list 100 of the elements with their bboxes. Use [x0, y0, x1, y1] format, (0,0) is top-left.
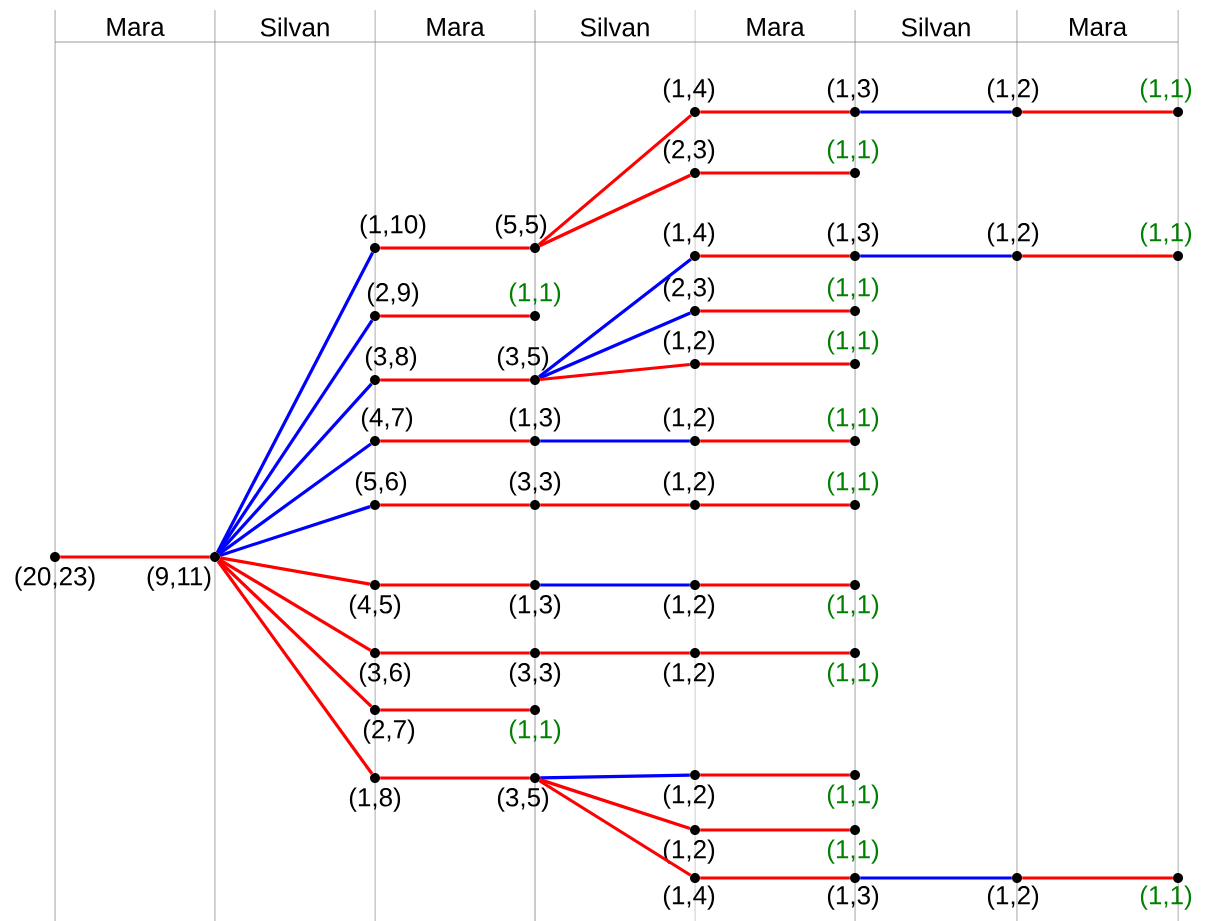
- move-line: [60, 555, 210, 559]
- move-line: [380, 503, 530, 507]
- game-state: (1,2): [663, 825, 715, 864]
- player-name: Mara: [1070, 17, 1128, 37]
- node-label: (1,1): [509, 719, 561, 744]
- game-state: (1,1): [1140, 78, 1192, 117]
- node-label: (1,2): [987, 222, 1039, 247]
- move-line: [700, 309, 850, 313]
- game-state: (1,1): [827, 471, 879, 510]
- game-state: (1,2): [663, 648, 715, 687]
- game-state: (1,3): [827, 78, 879, 117]
- node-label: (1,3): [827, 78, 879, 103]
- node-label: (3,3): [509, 471, 561, 496]
- game-state: (1,2): [663, 471, 715, 510]
- game-state: (4,7): [361, 407, 413, 446]
- game-state: (1,1): [1140, 222, 1192, 261]
- game-state: (1,2): [987, 78, 1039, 117]
- node-label: (1,8): [349, 787, 401, 812]
- game-state: (1,3): [827, 222, 879, 261]
- move-line: [215, 251, 375, 554]
- game-state: (1,3): [509, 407, 561, 446]
- player-name: Mara: [107, 17, 165, 37]
- node-label: (1,2): [663, 330, 715, 355]
- player-name: Silvan: [260, 17, 329, 37]
- move-line: [380, 776, 530, 780]
- game-state: (1,2): [987, 222, 1039, 261]
- move-line: [380, 583, 530, 587]
- node-label: (2,7): [363, 719, 415, 744]
- game-state: (1,3): [509, 580, 561, 619]
- node-label: (20,23): [15, 566, 95, 591]
- game-state: (2,9): [367, 282, 419, 321]
- move-line: [380, 378, 530, 382]
- move-line: [700, 362, 850, 366]
- node-label: (1,1): [509, 282, 561, 307]
- game-state: (1,1): [827, 648, 879, 687]
- node-label: (1,4): [663, 78, 715, 103]
- move-line: [538, 779, 692, 877]
- game-state: (1,3): [827, 873, 879, 910]
- move-line: [216, 319, 374, 554]
- move-line: [540, 362, 690, 382]
- move-line: [538, 257, 692, 379]
- move-line: [700, 503, 850, 507]
- move-line: [217, 559, 373, 708]
- node-label: (1,1): [827, 277, 879, 302]
- game-state: (1,1): [827, 277, 879, 316]
- move-line: [700, 773, 850, 777]
- move-line: [537, 114, 693, 246]
- move-line: [380, 314, 530, 318]
- move-line: [700, 651, 850, 655]
- node-label: (4,5): [349, 594, 401, 619]
- node-label: (1,1): [1140, 222, 1192, 247]
- game-state: (1,10): [360, 214, 426, 253]
- node-label: (1,4): [663, 885, 715, 910]
- game-state: (2,3): [663, 139, 715, 178]
- move-line: [539, 173, 691, 248]
- node-label: (1,1): [827, 594, 879, 619]
- move-line: [218, 442, 372, 556]
- game-state: (5,5): [495, 214, 547, 253]
- node-label: (3,3): [509, 662, 561, 687]
- move-line: [219, 505, 371, 557]
- game-state: (5,6): [355, 471, 407, 510]
- move-line: [380, 651, 530, 655]
- move-line: [700, 254, 850, 258]
- player-name: Silvan: [580, 17, 649, 37]
- game-state: (20,23): [15, 552, 95, 591]
- node-label: (1,2): [663, 784, 715, 809]
- move-line: [700, 439, 850, 443]
- move-line: [380, 708, 530, 712]
- node-label: (3,5): [497, 787, 549, 812]
- move-line: [219, 556, 371, 586]
- game-state: (3,6): [359, 648, 411, 687]
- move-line: [1022, 876, 1173, 880]
- game-state: (1,2): [663, 580, 715, 619]
- game-state: (9,11): [147, 552, 220, 591]
- move-line: [540, 583, 690, 587]
- game-state: (1,1): [827, 770, 879, 809]
- game-state: (1,4): [663, 222, 715, 261]
- node-label: (2,3): [663, 139, 715, 164]
- player-name: Mara: [747, 17, 805, 37]
- node-label: (1,1): [1140, 78, 1192, 103]
- player-name: Mara: [427, 17, 485, 37]
- node-label: (3,5): [497, 346, 549, 371]
- game-state: (1,1): [827, 580, 879, 619]
- move-line: [540, 503, 690, 507]
- node-label: (1,1): [827, 139, 879, 164]
- node-label: (1,1): [827, 407, 879, 432]
- node-label: (1,10): [360, 214, 426, 239]
- move-line: [539, 778, 691, 830]
- node-label: (1,2): [663, 662, 715, 687]
- move-line: [1022, 254, 1173, 258]
- game-state: (3,5): [497, 773, 549, 812]
- game-state: (3,8): [365, 346, 417, 385]
- node-label: (1,2): [987, 78, 1039, 103]
- game-state: (1,1): [509, 282, 561, 321]
- game-state: (2,3): [663, 277, 715, 316]
- node-label: (1,1): [827, 784, 879, 809]
- node-label: (1,2): [663, 407, 715, 432]
- move-line: [700, 171, 850, 175]
- game-state: (1,1): [509, 705, 561, 744]
- move-line: [860, 110, 1012, 114]
